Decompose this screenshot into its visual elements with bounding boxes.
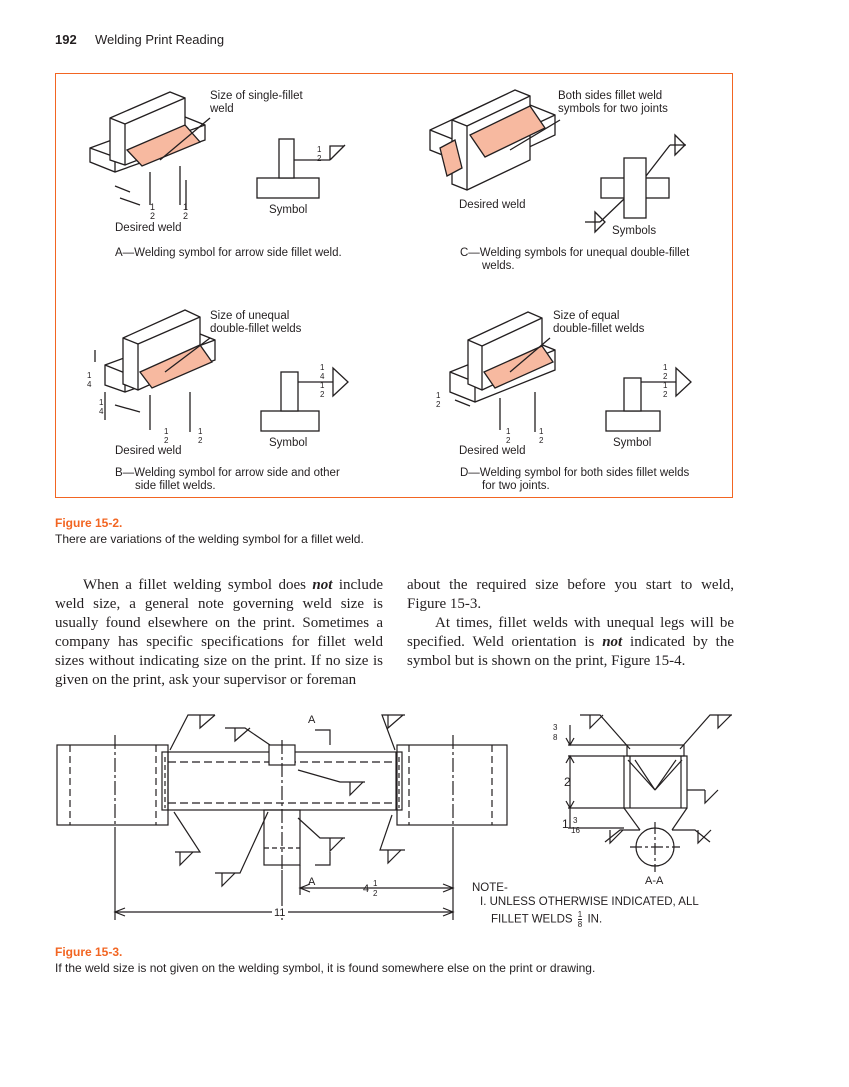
fig3-note-title: NOTE- xyxy=(472,882,508,894)
figure-15-2-frame xyxy=(55,73,733,498)
svg-text:1: 1 xyxy=(164,427,169,436)
panel-c-desired-weld: Desired weld xyxy=(459,199,526,211)
svg-text:1: 1 xyxy=(320,363,325,372)
figure-15-3-label: Figure 15-3. xyxy=(55,945,123,959)
fig3-frac-3-8-num: 3 xyxy=(553,723,558,732)
fig3-note-line2-b: IN. xyxy=(587,913,603,926)
fig3-frac-1-2-num: 1 xyxy=(373,879,378,888)
svg-text:1: 1 xyxy=(183,202,188,212)
fig3-section-title: A-A xyxy=(645,875,664,887)
svg-text:2: 2 xyxy=(506,436,511,445)
svg-text:4: 4 xyxy=(320,372,325,381)
body-col1-text-a: When a fillet welding symbol does xyxy=(83,577,313,593)
body-col2-text-a: At times, fillet welds with unequal legs… xyxy=(407,615,734,650)
body-col1-emphasis: not xyxy=(312,577,333,593)
body-col1-text-b: include weld size, a general note govern… xyxy=(55,577,383,688)
fig3-section-label-bottom: A xyxy=(308,876,316,888)
panel-c-symbol-label: Symbols xyxy=(612,225,657,237)
panel-b-desired-weld: Desired weld xyxy=(115,445,182,457)
fig3-frac-3-16-den: 16 xyxy=(571,826,580,835)
svg-text:2: 2 xyxy=(663,390,668,399)
fig3-frac-3-8-den: 8 xyxy=(553,733,558,742)
panel-b-callout: Size of unequal double-fillet welds xyxy=(210,310,302,335)
svg-text:1: 1 xyxy=(198,427,203,436)
panel-a-caption: A—Welding symbol for arrow side fillet w… xyxy=(115,247,342,259)
panel-b-symbol-label: Symbol xyxy=(269,437,308,449)
panel-a-symbol-label: Symbol xyxy=(269,204,308,216)
fig3-section-label-top: A xyxy=(308,714,316,726)
panel-d-caption-l1: D—Welding symbol for both sides fillet w… xyxy=(460,467,690,479)
fig3-dim-1: 1 xyxy=(562,817,569,831)
body-col2-emphasis: not xyxy=(602,634,623,650)
figure-15-2-caption: There are variations of the welding symb… xyxy=(55,532,364,546)
svg-text:1: 1 xyxy=(436,391,441,400)
panel-c-callout: Both sides fillet weld symbols for two j… xyxy=(558,90,668,115)
svg-text:1: 1 xyxy=(87,371,92,380)
svg-text:1: 1 xyxy=(99,398,104,407)
fig3-frac-3-16-num: 3 xyxy=(573,816,578,825)
panel-d-desired-weld: Desired weld xyxy=(459,445,526,457)
fig3-note-frac-den: 8 xyxy=(577,919,583,929)
svg-text:1: 1 xyxy=(317,145,322,154)
fig3-note-line2: FILLET WELDS 1 8 IN. xyxy=(491,910,602,929)
panel-a-desired-weld: Desired weld xyxy=(115,222,182,234)
svg-text:1: 1 xyxy=(663,363,668,372)
figure-15-2-label: Figure 15-2. xyxy=(55,516,123,530)
svg-text:1: 1 xyxy=(506,427,511,436)
svg-text:2: 2 xyxy=(317,154,322,163)
panel-a-callout: Size of single-fillet weld xyxy=(210,90,303,115)
panel-d-callout: Size of equal double-fillet welds xyxy=(553,310,645,335)
panel-b-caption-l1: B—Welding symbol for arrow side and othe… xyxy=(115,467,340,479)
svg-text:2: 2 xyxy=(436,400,441,409)
figure-15-3-caption: If the weld size is not given on the wel… xyxy=(55,961,596,975)
body-column-2: about the required size before you start… xyxy=(407,576,734,671)
svg-text:1: 1 xyxy=(663,381,668,390)
svg-text:1: 1 xyxy=(150,202,155,212)
svg-text:1: 1 xyxy=(539,427,544,436)
panel-d-symbol-label: Symbol xyxy=(613,437,652,449)
body-col2-text-b: indicated by the symbol but is shown on … xyxy=(407,634,734,669)
page-number: 192 xyxy=(55,32,77,47)
fig3-dim-overall: 11 xyxy=(274,907,285,919)
running-header: Welding Print Reading xyxy=(95,32,225,47)
fig3-frac-1-2-den: 2 xyxy=(373,889,378,898)
fig3-note-line1: I. UNLESS OTHERWISE INDICATED, ALL xyxy=(480,896,699,908)
svg-text:2: 2 xyxy=(663,372,668,381)
svg-text:1: 1 xyxy=(320,381,325,390)
svg-text:2: 2 xyxy=(198,436,203,445)
panel-b-caption-l2: side fillet welds. xyxy=(135,480,216,492)
panel-c-caption-l2: welds. xyxy=(482,260,515,272)
svg-text:2: 2 xyxy=(164,436,169,445)
panel-d-caption-l2: for two joints. xyxy=(482,480,550,492)
panel-c-caption-l1: C—Welding symbols for unequal double-fil… xyxy=(460,247,690,259)
svg-text:4: 4 xyxy=(99,407,104,416)
fig3-note-line2-a: FILLET WELDS xyxy=(491,913,573,926)
svg-text:2: 2 xyxy=(539,436,544,445)
body-column-1: When a fillet welding symbol does not in… xyxy=(55,576,383,690)
fig3-dim-2: 2 xyxy=(564,775,571,789)
fig3-note-frac-num: 1 xyxy=(577,910,583,919)
svg-text:2: 2 xyxy=(150,211,155,221)
svg-text:2: 2 xyxy=(183,211,188,221)
svg-text:4: 4 xyxy=(87,380,92,389)
fig3-dim-4: 4 xyxy=(363,883,369,895)
body-col2-paragraph-1: about the required size before you start… xyxy=(407,577,734,612)
svg-text:2: 2 xyxy=(320,390,325,399)
